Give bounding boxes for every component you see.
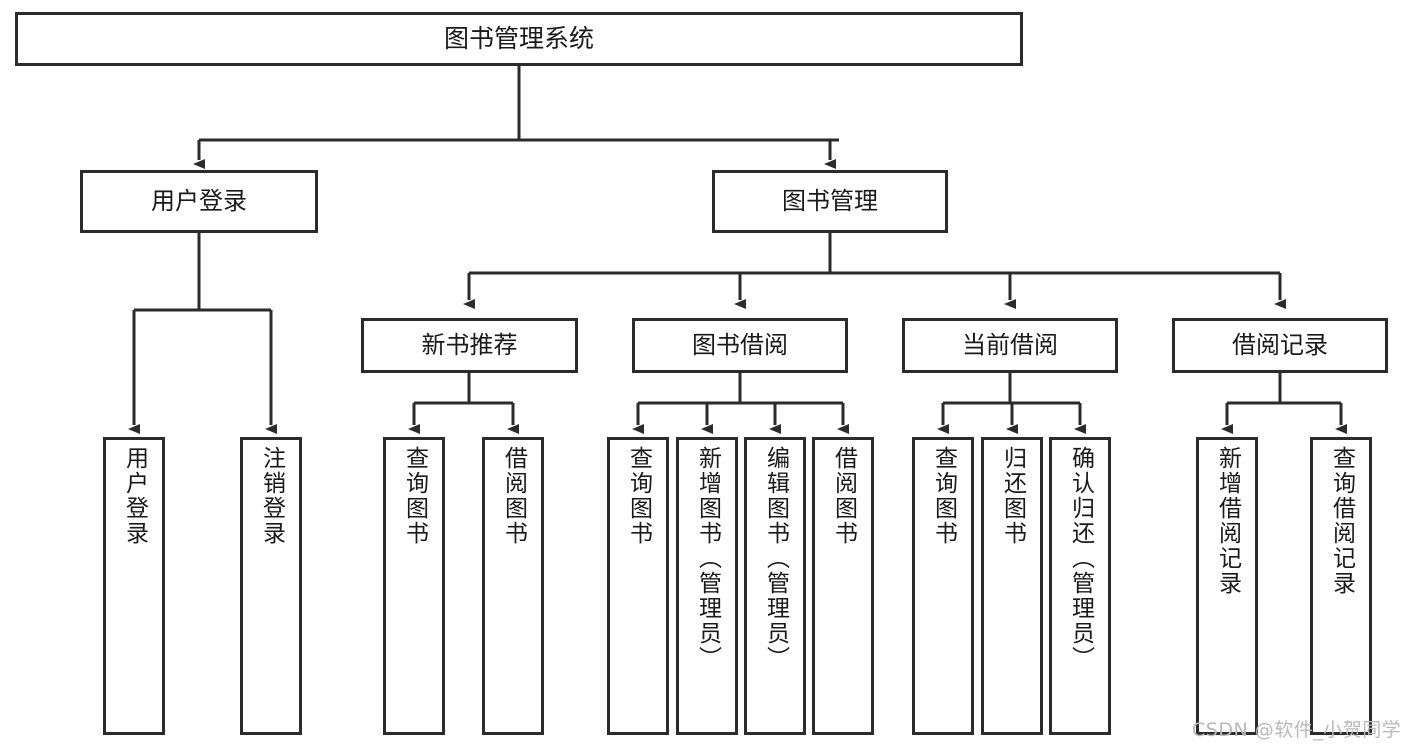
node-book-manage-label: 图书管理 — [782, 186, 878, 215]
node-leaf-query-book-2[interactable]: 查询图书 — [607, 437, 669, 735]
node-leaf-borrow-book-1-label: 借阅图书 — [500, 446, 527, 546]
node-borrow-record-label: 借阅记录 — [1232, 330, 1328, 359]
node-leaf-return-book[interactable]: 归还图书 — [981, 437, 1043, 735]
node-leaf-edit-book[interactable]: 编辑图书（管理员） — [744, 437, 806, 735]
node-leaf-add-book-label: 新增图书（管理员） — [694, 446, 721, 671]
node-leaf-query-book-1-label: 查询图书 — [401, 446, 428, 546]
node-new-book-recommend-label: 新书推荐 — [421, 330, 518, 359]
node-leaf-query-record[interactable]: 查询借阅记录 — [1310, 437, 1372, 735]
node-root[interactable]: 图书管理系统 — [15, 12, 1023, 66]
node-leaf-borrow-book-2-label: 借阅图书 — [830, 446, 857, 546]
node-leaf-edit-book-label: 编辑图书（管理员） — [762, 446, 789, 671]
node-leaf-add-record[interactable]: 新增借阅记录 — [1196, 437, 1258, 735]
node-user-login[interactable]: 用户登录 — [80, 170, 318, 233]
node-leaf-confirm-return[interactable]: 确认归还（管理员） — [1049, 437, 1111, 735]
node-leaf-query-book-3-label: 查询图书 — [930, 446, 957, 546]
node-leaf-user-login-label: 用户登录 — [121, 446, 148, 546]
node-book-borrow-label: 图书借阅 — [692, 330, 788, 359]
node-leaf-query-book-2-label: 查询图书 — [625, 446, 652, 546]
node-current-borrow-label: 当前借阅 — [962, 330, 1058, 359]
node-leaf-query-book-3[interactable]: 查询图书 — [912, 437, 974, 735]
node-borrow-record[interactable]: 借阅记录 — [1172, 318, 1388, 373]
node-root-label: 图书管理系统 — [443, 23, 594, 53]
node-leaf-borrow-book-1[interactable]: 借阅图书 — [482, 437, 544, 735]
node-leaf-query-record-label: 查询借阅记录 — [1328, 446, 1355, 596]
node-leaf-borrow-book-2[interactable]: 借阅图书 — [812, 437, 874, 735]
node-leaf-logout-label: 注销登录 — [258, 446, 285, 546]
node-leaf-logout[interactable]: 注销登录 — [240, 437, 302, 735]
node-leaf-query-book-1[interactable]: 查询图书 — [383, 437, 445, 735]
node-leaf-user-login[interactable]: 用户登录 — [103, 437, 165, 735]
node-leaf-return-book-label: 归还图书 — [999, 446, 1026, 546]
node-leaf-confirm-return-label: 确认归还（管理员） — [1067, 446, 1094, 671]
node-book-borrow[interactable]: 图书借阅 — [632, 318, 848, 373]
node-new-book-recommend[interactable]: 新书推荐 — [361, 318, 578, 373]
watermark: CSDN @软件_小贺同学 — [1192, 719, 1402, 741]
node-leaf-add-book[interactable]: 新增图书（管理员） — [676, 437, 738, 735]
node-book-manage[interactable]: 图书管理 — [712, 170, 948, 233]
node-current-borrow[interactable]: 当前借阅 — [902, 318, 1118, 373]
node-leaf-add-record-label: 新增借阅记录 — [1214, 446, 1241, 596]
node-user-login-label: 用户登录 — [151, 186, 247, 215]
